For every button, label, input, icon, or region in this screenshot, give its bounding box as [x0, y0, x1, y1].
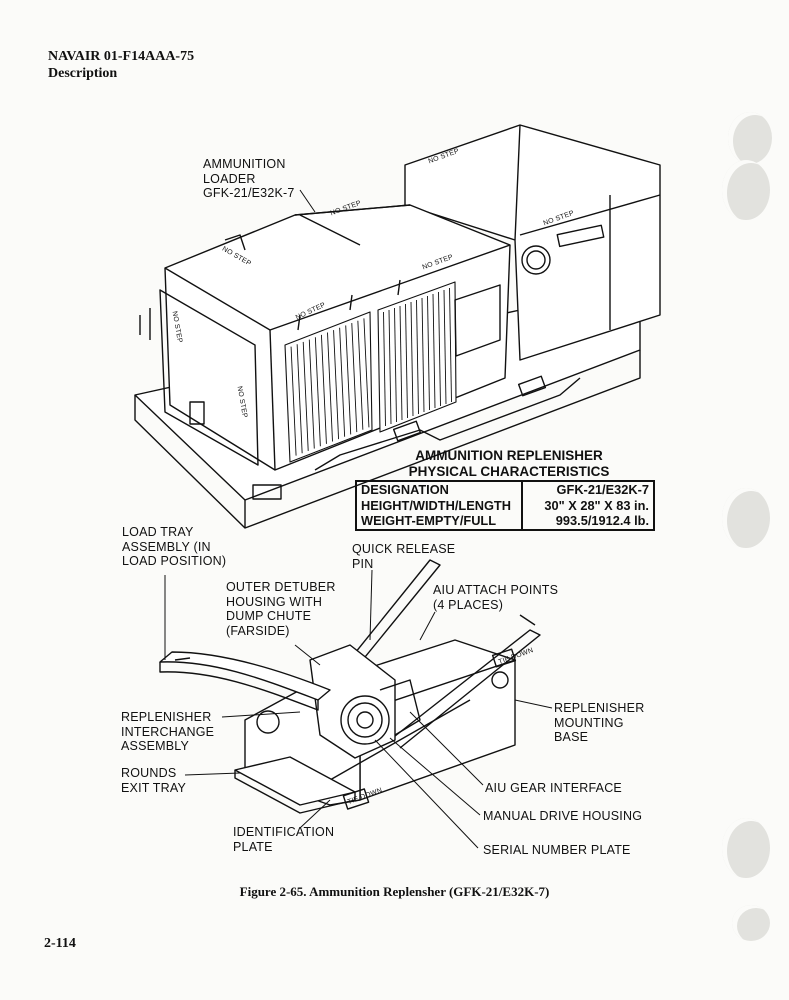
- section-title: Description: [48, 66, 118, 81]
- spec-table-title: AMMUNITION REPLENISHER PHYSICAL CHARACTE…: [408, 448, 610, 479]
- grille-slat: [427, 295, 430, 411]
- replenisher-interchange-label: REPLENISHER INTERCHANGE ASSEMBLY: [121, 710, 215, 753]
- grille-slat: [296, 344, 303, 454]
- document-header: NAVAIR 01-F14AAA-75 Description: [48, 48, 194, 82]
- grille-slat: [290, 346, 297, 456]
- grille-slat: [388, 309, 392, 425]
- grille-slat: [351, 323, 358, 433]
- grille-slat: [438, 291, 441, 407]
- grille-slat: [333, 330, 340, 440]
- dimensions-value: 30" X 28" X 83 in.: [544, 497, 649, 513]
- binder-hole: [728, 112, 772, 164]
- grille-slat: [416, 299, 419, 415]
- grille-slat: [399, 305, 403, 421]
- grille-slat: [302, 341, 309, 451]
- callout-leader-lines: [164, 569, 553, 849]
- grille-slat: [449, 287, 452, 403]
- grille-slat: [383, 311, 386, 427]
- aiu-gear-interface-label: AIU GEAR INTERFACE: [485, 781, 622, 795]
- grille-slat: [339, 327, 346, 437]
- grille-slat: [314, 337, 321, 447]
- quick-release-pin-label: QUICK RELEASE PIN: [352, 542, 456, 571]
- weight-value: 993.5/1912.4 lb.: [555, 513, 649, 528]
- load-tray-label: LOAD TRAY ASSEMBLY (IN LOAD POSITION): [122, 525, 227, 568]
- dimensions-label: HEIGHT/WIDTH/LENGTH: [357, 497, 523, 513]
- rounds-exit-tray-label: ROUNDS EXIT TRAY: [121, 766, 187, 795]
- grille-slat: [363, 318, 370, 428]
- binder-hole: [732, 905, 770, 941]
- serial-number-plate-label: SERIAL NUMBER PLATE: [483, 843, 631, 857]
- physical-characteristics-table: DESIGNATION GFK-21/E32K-7 HEIGHT/WIDTH/L…: [355, 480, 655, 531]
- manual-drive-housing-label: MANUAL DRIVE HOUSING: [483, 809, 643, 823]
- grille-slat: [410, 301, 414, 417]
- figure-caption: Figure 2-65. Ammunition Replensher (GFK-…: [239, 884, 550, 899]
- designation-value: GFK-21/E32K-7: [556, 482, 649, 497]
- table-row: WEIGHT-EMPTY/FULL 993.5/1912.4 lb.: [357, 513, 653, 529]
- replenisher-unit-drawing: [134, 124, 661, 529]
- grille-slat: [432, 293, 436, 409]
- grille-slat: [443, 289, 447, 405]
- aiu-attach-points-label: AIU ATTACH POINTS (4 PLACES): [433, 583, 559, 612]
- grille-slat: [357, 320, 364, 430]
- designation-label: DESIGNATION: [357, 482, 523, 498]
- binder-hole: [722, 818, 770, 878]
- identification-plate-label: IDENTIFICATION PLATE: [233, 825, 335, 854]
- grille-slat: [327, 332, 333, 442]
- binder-hole: [722, 160, 770, 220]
- table-row: HEIGHT/WIDTH/LENGTH 30" X 28" X 83 in.: [357, 497, 653, 513]
- document-number: NAVAIR 01-F14AAA-75: [48, 49, 195, 64]
- table-row: DESIGNATION GFK-21/E32K-7: [357, 482, 653, 498]
- grille-slat: [345, 325, 352, 435]
- grille-slat: [320, 334, 327, 444]
- weight-label: WEIGHT-EMPTY/FULL: [357, 513, 523, 529]
- replenisher-mount-drawing: [159, 559, 541, 814]
- grille-slat: [308, 339, 315, 449]
- grille-slat: [405, 303, 408, 419]
- binder-hole: [722, 488, 770, 548]
- grille-slat: [421, 297, 425, 413]
- loader-leader-line: [299, 189, 316, 213]
- ammunition-loader-label: AMMUNITION LOADER GFK-21/E32K-7: [203, 157, 295, 200]
- replenisher-mounting-base-label: REPLENISHER MOUNTING BASE: [554, 701, 645, 744]
- page-number: 2-114: [44, 936, 76, 951]
- grille-slat: [394, 307, 397, 423]
- outer-detuber-label: OUTER DETUBER HOUSING WITH DUMP CHUTE (F…: [226, 580, 336, 638]
